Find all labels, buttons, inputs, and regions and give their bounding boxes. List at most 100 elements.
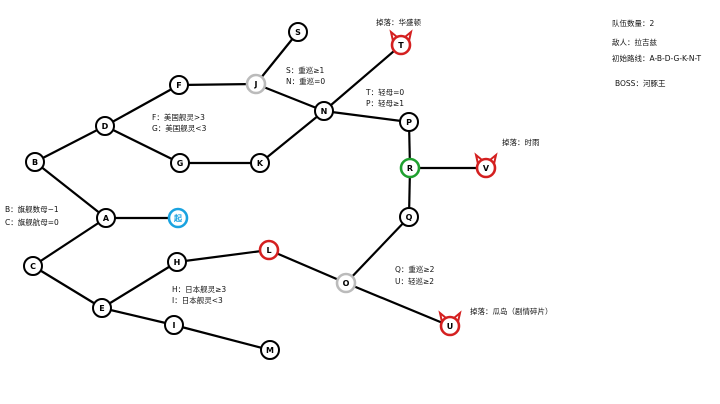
node-circle [169, 75, 189, 95]
note-q-line1: Q：重巡≥2 [395, 264, 435, 274]
note-drop-u: 掉落：瓜岛（剧情碎片） [470, 306, 553, 316]
edge-d-g [104, 125, 181, 164]
note-f-line2: G：美国舰灵<3 [152, 123, 207, 133]
node-label: Q [406, 213, 413, 222]
node-j: J [245, 73, 267, 95]
node-circle [475, 157, 497, 179]
node-m: M [260, 340, 280, 360]
node-start: 起 [167, 207, 189, 229]
note-u-line1: U：轻巡≥2 [395, 276, 434, 286]
edge-j-n [255, 82, 325, 113]
node-label: K [257, 159, 264, 168]
node-circle [170, 153, 190, 173]
boss-horns-icon [438, 310, 462, 323]
edges-layer [32, 31, 486, 352]
note-s-line2: N：重巡=0 [286, 76, 325, 86]
node-label: A [103, 214, 110, 223]
edge-d-f [104, 84, 180, 127]
node-label: E [99, 304, 104, 313]
node-l: L [258, 239, 280, 261]
node-circle [288, 22, 308, 42]
node-f: F [169, 75, 189, 95]
edge-l-o [268, 248, 347, 285]
edge-o-u [345, 281, 451, 328]
note-t-line2: P：轻母≥1 [366, 98, 404, 108]
note-drop-t: 掉落：华盛顿 [376, 17, 421, 27]
node-b: B [25, 152, 45, 172]
initial-route-label: 初始路线：A-B-D-G-K-N-T [612, 54, 702, 63]
node-circle [399, 207, 419, 227]
note-t-line1: T：轻母=0 [365, 87, 404, 97]
node-label: B [32, 158, 38, 167]
node-circle [96, 208, 116, 228]
note-f-line1: F：美国舰灵>3 [152, 112, 205, 122]
node-label: P [406, 118, 412, 127]
node-circle [95, 116, 115, 136]
node-n: N [314, 101, 334, 121]
edge-i-m [173, 323, 271, 352]
node-label: H [174, 258, 181, 267]
node-e: E [92, 298, 112, 318]
node-circle [258, 239, 280, 261]
edge-j-s [255, 31, 299, 85]
edge-e-i [101, 306, 175, 327]
node-circle [335, 272, 357, 294]
node-circle [92, 298, 112, 318]
note-b-line1: B：旗舰数母−1 [5, 204, 59, 214]
node-label: G [177, 159, 184, 168]
node-label: T [398, 41, 404, 50]
node-v: V [474, 152, 498, 179]
edge-k-n [259, 110, 325, 164]
edge-h-l [176, 248, 270, 264]
node-circle [23, 256, 43, 276]
node-label: I [173, 321, 176, 330]
boss-label: BOSS：河豚王 [615, 79, 666, 88]
node-g: G [170, 153, 190, 173]
node-circle [399, 157, 421, 179]
note-h-line2: I：日本舰灵<3 [172, 295, 223, 305]
node-label: U [447, 322, 454, 331]
node-h: H [167, 252, 187, 272]
edge-b-d [34, 125, 106, 163]
node-label: L [266, 246, 271, 255]
node-a: A [96, 208, 116, 228]
node-p: P [399, 112, 419, 132]
edge-c-e [32, 265, 103, 309]
node-label: O [343, 279, 350, 288]
edge-b-a [34, 161, 107, 219]
edge-f-j [178, 82, 257, 87]
boss-horns-icon [389, 29, 413, 42]
node-label: C [30, 262, 36, 271]
node-label: S [295, 28, 301, 37]
enemy-label: 敌人：拉吉兹 [612, 38, 657, 47]
node-o: O [335, 272, 357, 294]
node-d: D [95, 116, 115, 136]
node-k: K [250, 153, 270, 173]
edge-n-p [323, 109, 410, 124]
nodes-layer: 起 A B C D E F G H I J K L M N O P Q R S T U V [23, 22, 498, 360]
node-circle [167, 252, 187, 272]
node-label: N [321, 107, 328, 116]
note-b-line2: C：旗舰航母=0 [5, 217, 59, 227]
node-label: R [407, 164, 413, 173]
node-label: F [176, 81, 181, 90]
edge-q-o [345, 216, 410, 284]
node-circle [250, 153, 270, 173]
node-c: C [23, 256, 43, 276]
node-label: J [254, 80, 258, 89]
node-circle [314, 101, 334, 121]
team-count-label: 队伍数量：2 [612, 19, 655, 28]
boss-horns-icon [474, 152, 498, 165]
node-label: M [266, 346, 274, 355]
node-circle [439, 315, 461, 337]
edge-e-h [101, 261, 178, 309]
note-drop-v: 掉落：时雨 [502, 137, 540, 147]
node-t: T [389, 29, 413, 56]
node-label: 起 [173, 213, 183, 223]
node-circle [245, 73, 267, 95]
edge-n-t [323, 44, 402, 112]
node-circle [167, 207, 189, 229]
edge-a-c [32, 217, 107, 267]
node-circle [390, 34, 412, 56]
